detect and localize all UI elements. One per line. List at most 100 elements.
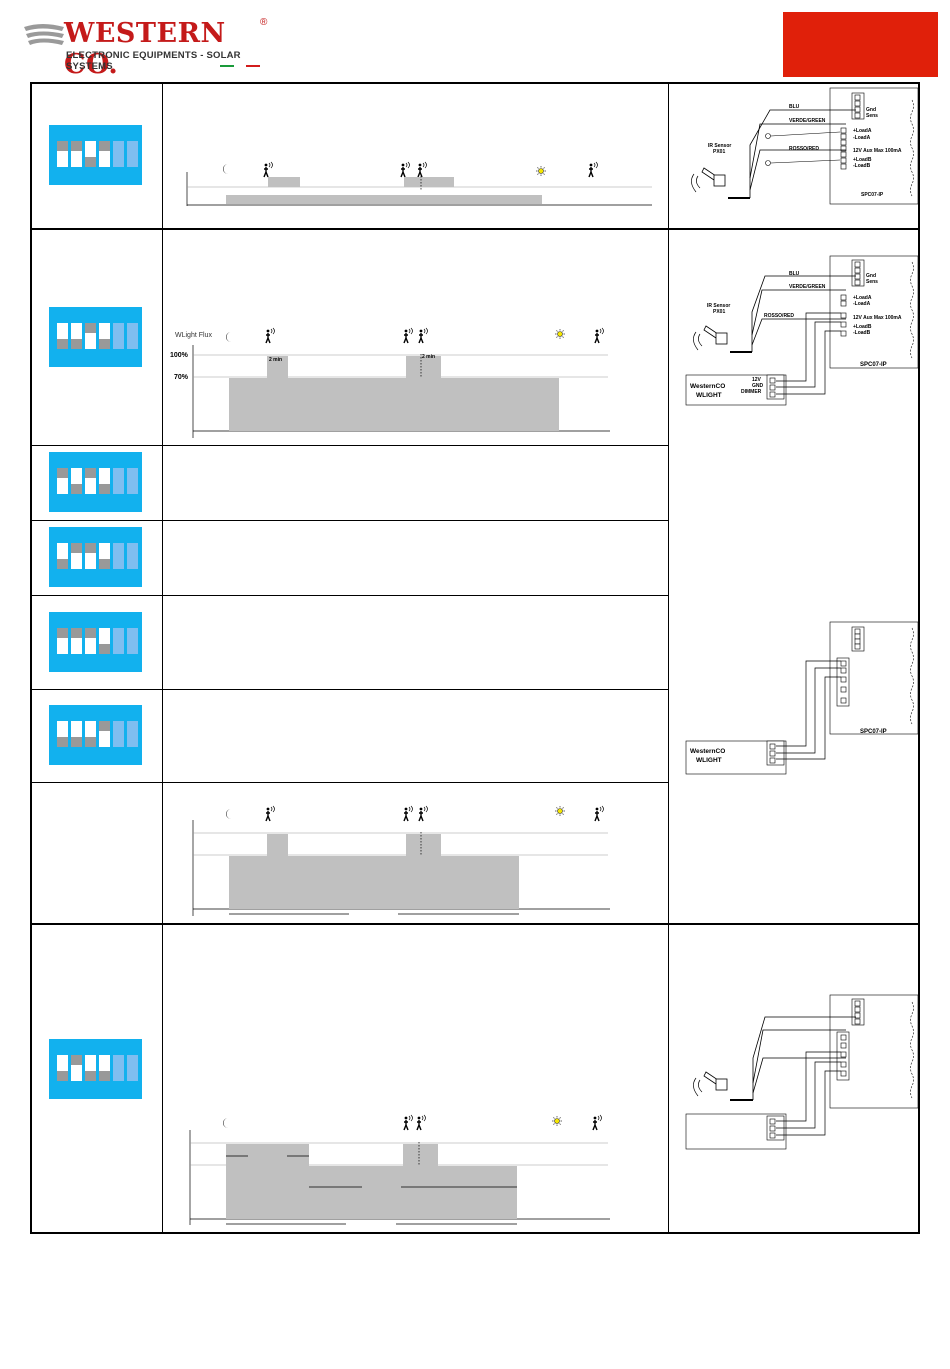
dip-switch-2 [71,141,82,167]
timing-chart-3 [192,805,610,916]
dip-switch-3 [85,543,96,569]
dip-switch-4 [99,721,110,747]
dip-switch-mode-4 [49,527,142,587]
dip-switch-1 [57,141,68,167]
dip-switch-4 [99,628,110,654]
dip-switch-4 [99,543,110,569]
pulse-bar [403,1144,438,1166]
wire-red-label: ROSSO/RED [764,313,794,319]
wlight-brand: WesternCO [690,383,725,390]
load-a-pos-label: +LoadA [853,128,872,134]
config-table [30,82,920,1234]
pulse-bar [406,356,441,378]
dip-switch-3 [85,323,96,349]
ir-sensor-model: PX01 [713,309,725,315]
red-header-box [783,12,938,77]
dim-level-area [226,1166,517,1219]
dip-switch-5 [113,628,124,654]
base-bar [226,195,542,204]
wire-blu-label: BLU [789,271,800,277]
row-divider [30,520,668,521]
load-b-neg-label: -LoadB [853,163,871,169]
registered-mark: ® [260,17,268,28]
wiring-diagram-2: Gnd Sens +LoadA -LoadA 12V Aux Max 100mA… [685,255,919,406]
wire-red-label: ROSSO/RED [789,146,819,152]
wire-green-label: VERDE/GREEN [789,284,826,290]
pulse-bar [404,177,454,187]
dip-switch-1 [57,1055,68,1081]
dip-switch-5 [113,1055,124,1081]
ir-sensor-model: PX01 [713,149,725,155]
dip-switch-3 [85,628,96,654]
dip-switch-6 [127,1055,138,1081]
load-a-neg-label: -LoadA [853,135,871,141]
brand-name: WESTERN CO. [64,18,226,80]
wing-logo-icon [24,24,64,45]
ir-sensor-label: IR Sensor [708,143,731,149]
row-divider [30,923,920,925]
dip-switch-5 [113,141,124,167]
flux-axis-label: WLight Flux [175,332,212,339]
pulse-bar [267,834,288,856]
level-70-label: 70% [174,374,189,381]
pulse-duration-label: 2 min [422,354,435,360]
pulse-bar [226,1144,309,1166]
controller-label: SPC07-IP [861,192,884,198]
gnd-label: Gnd [866,107,876,113]
load-b-pos-label: +LoadB [853,157,872,163]
dip-switch-1 [57,543,68,569]
dip-switch-3 [85,141,96,167]
wire-green-label: VERDE/GREEN [789,118,826,124]
dip-switch-1 [57,628,68,654]
dip-switch-6 [127,628,138,654]
dim-gnd-label: GND [752,383,764,389]
timing-chart-4 [189,1114,610,1225]
dip-switch-6 [127,721,138,747]
dip-switch-5 [113,323,124,349]
dip-switch-4 [99,1055,110,1081]
pulse-bar [406,834,441,856]
pulse-bar [268,177,300,187]
dip-switch-3 [85,721,96,747]
dip-switch-2 [71,721,82,747]
row-divider [30,782,668,783]
dip-switch-6 [127,141,138,167]
wlight-model: WLIGHT [696,392,722,399]
dip-switch-mode-2 [49,307,142,367]
dim-dimmer-label: DIMMER [741,389,762,395]
dip-switch-6 [127,468,138,494]
row-divider [30,595,668,596]
dip-switch-5 [113,543,124,569]
dip-switch-2 [71,628,82,654]
dip-switch-mode-7 [49,1039,142,1099]
dip-switch-mode-3 [49,452,142,512]
wiring-diagram-1: Gnd Sens +LoadA -LoadA 12V Aux Max 100mA… [691,87,919,205]
row-divider [30,228,920,230]
load-b-pos-label: +LoadB [853,324,872,330]
dip-switch-2 [71,468,82,494]
brand-tagline: ELECTRONIC EQUIPMENTS - SOLAR SYSTEMS [66,50,241,72]
wiring-diagram-3: SPC07-IP WesternCO WLIGHT [685,621,919,775]
dim-level-area [229,378,559,431]
dip-switch-1 [57,721,68,747]
load-a-neg-label: -LoadA [853,301,871,307]
italy-flag-red [246,65,260,67]
timing-chart-2: WLight Flux 100% 70% 2 min 2 min [170,327,610,438]
controller-box [829,255,919,369]
aux-label: 12V Aux Max 100mA [853,148,902,154]
sens-label: Sens [866,113,878,119]
dip-switch-1 [57,323,68,349]
column-divider [162,82,163,1234]
dip-switch-mode-6 [49,705,142,765]
brand-logo: WESTERN CO. ® ELECTRONIC EQUIPMENTS - SO… [22,15,272,80]
dip-switch-6 [127,543,138,569]
dip-switch-mode-1 [49,125,142,185]
wire-blu-label: BLU [789,104,800,110]
dip-switch-3 [85,1055,96,1081]
sens-label: Sens [866,279,878,285]
italy-flag-green [220,65,234,67]
wlight-brand: WesternCO [690,748,725,755]
controller-label: SPC07-IP [860,362,887,368]
